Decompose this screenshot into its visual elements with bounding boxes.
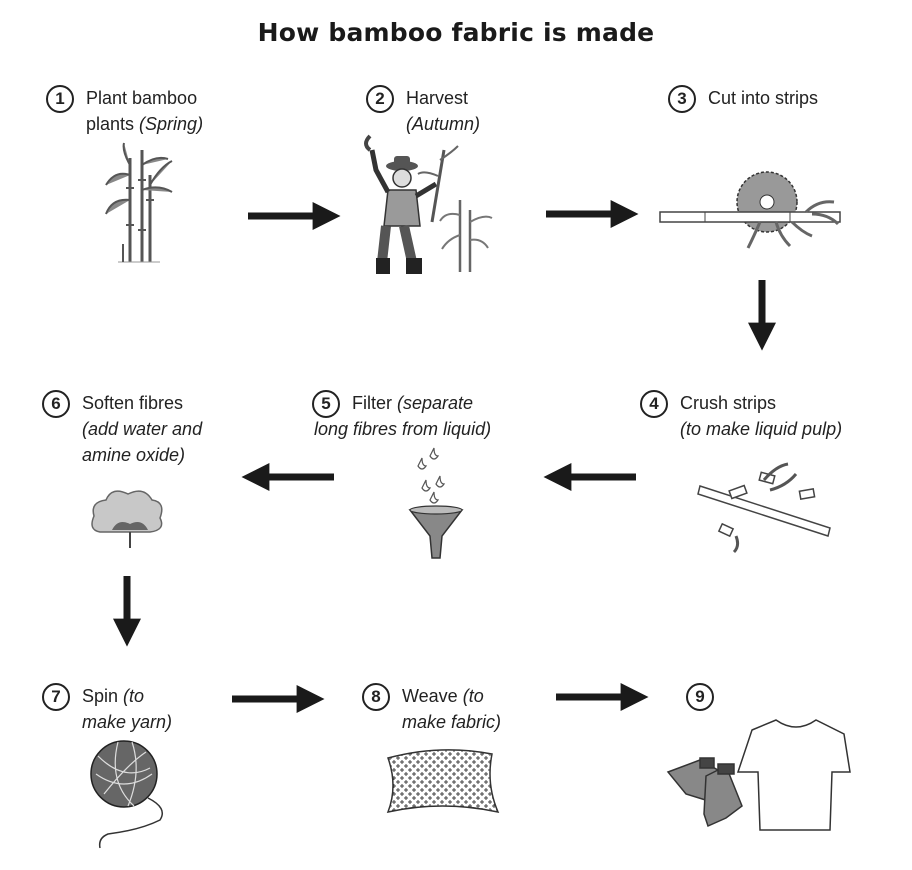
step-1-text: Plant bamboo	[86, 88, 198, 108]
step-8-note-1: (to	[462, 686, 484, 706]
step-3-text: Cut into strips	[708, 88, 819, 108]
step-7-note-2: make yarn)	[82, 712, 173, 732]
step-2-number: 2	[366, 85, 394, 113]
step-7-number: 7	[42, 683, 70, 711]
step-5-note-1: (separate	[397, 393, 474, 413]
step-1-number: 1	[46, 85, 74, 113]
saw-cutting-bamboo-icon	[659, 171, 841, 249]
crushed-bamboo-icon	[697, 462, 831, 554]
step-5-text: Filter	[352, 393, 397, 413]
diagram-title: How bamboo fabric is made	[257, 18, 655, 47]
woven-fabric-icon	[386, 749, 500, 814]
clothing-icon	[666, 719, 851, 831]
step-7-note-1: (to	[123, 686, 145, 706]
step-4-text: Crush strips	[680, 393, 777, 413]
step-6-text: Soften fibres	[82, 393, 184, 413]
step-8-text: Weave	[402, 686, 463, 706]
harvester-icon	[364, 134, 493, 274]
step-2-season: (Autumn)	[406, 114, 481, 134]
step-8-note-2: make fabric)	[402, 712, 502, 732]
filter-funnel-icon	[408, 447, 464, 559]
step-7-text: Spin	[82, 686, 124, 706]
step-1-season: (Spring)	[139, 114, 204, 134]
yarn-ball-icon	[90, 740, 163, 849]
step-8-number: 8	[362, 683, 390, 711]
step-5-note-2: long fibres from liquid)	[314, 419, 492, 439]
step-2-text: Harvest	[406, 88, 469, 108]
step-1-text-2: plants	[86, 114, 140, 134]
step-6-note-1: (add water and	[82, 419, 203, 439]
step-9-number: 9	[686, 683, 714, 711]
step-4-number: 4	[640, 390, 668, 418]
cotton-flower-icon	[91, 490, 163, 548]
step-5-number: 5	[312, 390, 340, 418]
step-3-number: 3	[668, 85, 696, 113]
step-6-note-2: amine oxide)	[82, 445, 186, 465]
flow-arrows	[113, 200, 776, 713]
step-4-note: (to make liquid pulp)	[680, 419, 843, 439]
step-6-number: 6	[42, 390, 70, 418]
bamboo-plant-icon	[105, 142, 173, 263]
